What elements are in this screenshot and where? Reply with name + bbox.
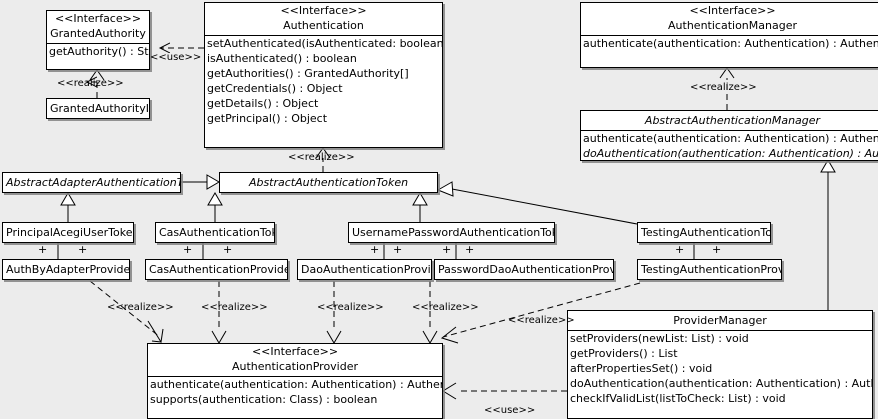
class-name-label: PrincipalAcegiUserToken [6,226,134,239]
class-name-label: PasswordDaoAuthenticationProvider [438,263,613,276]
method-item: authenticate(authentication: Authenticat… [583,132,878,145]
class-box-testing-authentication-provider[interactable]: TestingAuthenticationProvider [637,259,782,280]
class-box-cas-authentication-provider[interactable]: CasAuthenticationProvider [145,259,288,280]
edge-label-realize: <<realize>> [508,315,575,326]
association-multiplicity-plus: + [223,243,233,256]
class-box-authentication-manager[interactable]: <<Interface>> AuthenticationManager auth… [580,2,878,68]
stereotype-label: <<Interface>> [280,4,367,17]
methods-compartment-authentication: setAuthenticated(isAuthenticated: boolea… [205,35,442,126]
association-multiplicity-plus: + [712,243,722,256]
edge-label-realize: <<realize>> [317,302,384,313]
association-multiplicity-plus: + [442,243,452,256]
edge-pm-uses-ap [442,382,567,400]
stereotype-label: <<Interface>> [689,4,776,17]
method-item: doAuthentication(authentication: Authent… [570,377,872,390]
method-item: supports(authentication: Class) : boolea… [150,393,378,406]
stereotype-label: <<Interface>> [251,345,339,358]
class-name-label: CasAuthenticationProvider [149,263,288,276]
methods-compartment-authentication-provider: authenticate(authentication: Authenticat… [148,376,442,407]
class-header-authentication-manager: <<Interface>> AuthenticationManager [581,3,878,35]
edge-tat-extends-aat [436,181,638,225]
class-name-label: DaoAuthenticationProvider [301,263,431,276]
association-multiplicity-plus: + [183,243,193,256]
method-item: getDetails() : Object [207,97,319,110]
edge-aaat-extends-aat [181,174,220,190]
class-box-auth-by-adapter-provider[interactable]: AuthByAdapterProvider [2,259,130,280]
method-item: isAuthenticated() : boolean [207,52,357,65]
class-name-label: ProviderManager [673,314,767,327]
class-name-label: Authentication [283,19,364,32]
edge-upat-extends-aat [412,192,428,222]
class-box-granted-authority[interactable]: <<Interface>> GrantedAuthority getAuthor… [46,10,150,70]
class-name-label: UsernamePasswordAuthenticationToken [352,226,555,239]
class-name-label: AuthenticationManager [668,19,797,32]
association-multiplicity-plus: + [78,243,88,256]
class-box-abstract-authentication-manager[interactable]: AbstractAuthenticationManager authentica… [580,110,878,161]
edge-label-use: <<use>> [150,52,202,63]
association-multiplicity-plus: + [38,243,48,256]
method-item: getAuthority() : String [49,45,149,58]
methods-compartment-granted-authority: getAuthority() : String [47,43,149,59]
class-box-dao-authentication-provider[interactable]: DaoAuthenticationProvider [297,259,432,280]
method-item: setProviders(newList: List) : void [570,332,749,345]
class-box-authentication-provider[interactable]: <<Interface>> AuthenticationProvider aut… [147,343,443,419]
method-item: doAuthentication(authentication: Authent… [583,147,878,160]
class-name-label: GrantedAuthority [50,27,146,40]
class-name-label: AuthenticationProvider [231,360,359,373]
methods-compartment-provider-manager: setProviders(newList: List) : void getPr… [568,330,872,406]
method-item: getAuthorities() : GrantedAuthority[] [207,67,409,80]
edge-cat-extends-aat [207,192,223,222]
class-name-label: GrantedAuthorityImpl [50,102,149,115]
edge-label-realize: <<realize>> [57,78,124,89]
method-item: authenticate(authentication: Authenticat… [583,37,878,50]
class-header-granted-authority: <<Interface>> GrantedAuthority [47,11,149,43]
class-name-label: AbstractAuthenticationManager [644,114,821,127]
association-multiplicity-plus: + [393,243,403,256]
methods-compartment-authentication-manager: authenticate(authentication: Authenticat… [581,35,878,51]
class-box-authentication[interactable]: <<Interface>> Authentication setAuthenti… [204,2,443,148]
class-name-label: AbstractAuthenticationToken [248,176,409,189]
methods-compartment-abstract-authentication-manager: authenticate(authentication: Authenticat… [581,130,878,160]
association-multiplicity-plus: + [370,243,380,256]
class-box-testing-authentication-token[interactable]: TestingAuthenticationToken [637,222,771,243]
class-box-abstract-authentication-token[interactable]: AbstractAuthenticationToken [219,172,438,193]
class-name-label: AuthByAdapterProvider [6,263,130,276]
method-item: afterPropertiesSet() : void [570,362,713,375]
class-box-principal-acegi-user-token[interactable]: PrincipalAcegiUserToken [2,222,134,243]
method-item: authenticate(authentication: Authenticat… [150,378,442,391]
edge-label-realize: <<realize>> [107,302,174,313]
class-box-password-dao-authentication-provider[interactable]: PasswordDaoAuthenticationProvider [434,259,614,280]
edge-label-realize: <<realize>> [690,82,757,93]
class-name-label: AbstractAdapterAuthenticationToken [6,176,180,189]
method-item: getProviders() : List [570,347,678,360]
association-multiplicity-plus: + [465,243,475,256]
class-name-label: TestingAuthenticationToken [641,226,770,239]
class-box-abstract-adapter-authentication-token[interactable]: AbstractAdapterAuthenticationToken [2,172,181,193]
edge-label-use: <<use>> [484,405,536,416]
method-item: getPrincipal() : Object [207,112,328,125]
class-header-authentication-provider: <<Interface>> AuthenticationProvider [148,344,442,376]
edge-label-realize: <<realize>> [412,302,479,313]
class-name-label: CasAuthenticationToken [159,226,274,239]
class-box-provider-manager[interactable]: ProviderManager setProviders(newList: Li… [567,310,873,419]
stereotype-label: <<Interface>> [54,12,142,25]
edge-label-realize: <<realize>> [201,302,268,313]
method-item: getCredentials() : Object [207,82,343,95]
edge-label-realize: <<realize>> [288,152,355,163]
class-box-granted-authority-impl[interactable]: GrantedAuthorityImpl [46,98,150,119]
class-box-username-password-authentication-token[interactable]: UsernamePasswordAuthenticationToken [348,222,555,243]
association-multiplicity-plus: + [675,243,685,256]
class-header-authentication: <<Interface>> Authentication [205,3,442,35]
edge-pm-extends-aam [820,159,836,310]
class-name-label: TestingAuthenticationProvider [641,263,782,276]
method-item: checkIfValidList(listToCheck: List) : vo… [570,392,786,405]
edge-paut-extends-aaat [60,192,76,222]
class-box-cas-authentication-token[interactable]: CasAuthenticationToken [155,222,275,243]
method-item: setAuthenticated(isAuthenticated: boolea… [207,37,443,50]
